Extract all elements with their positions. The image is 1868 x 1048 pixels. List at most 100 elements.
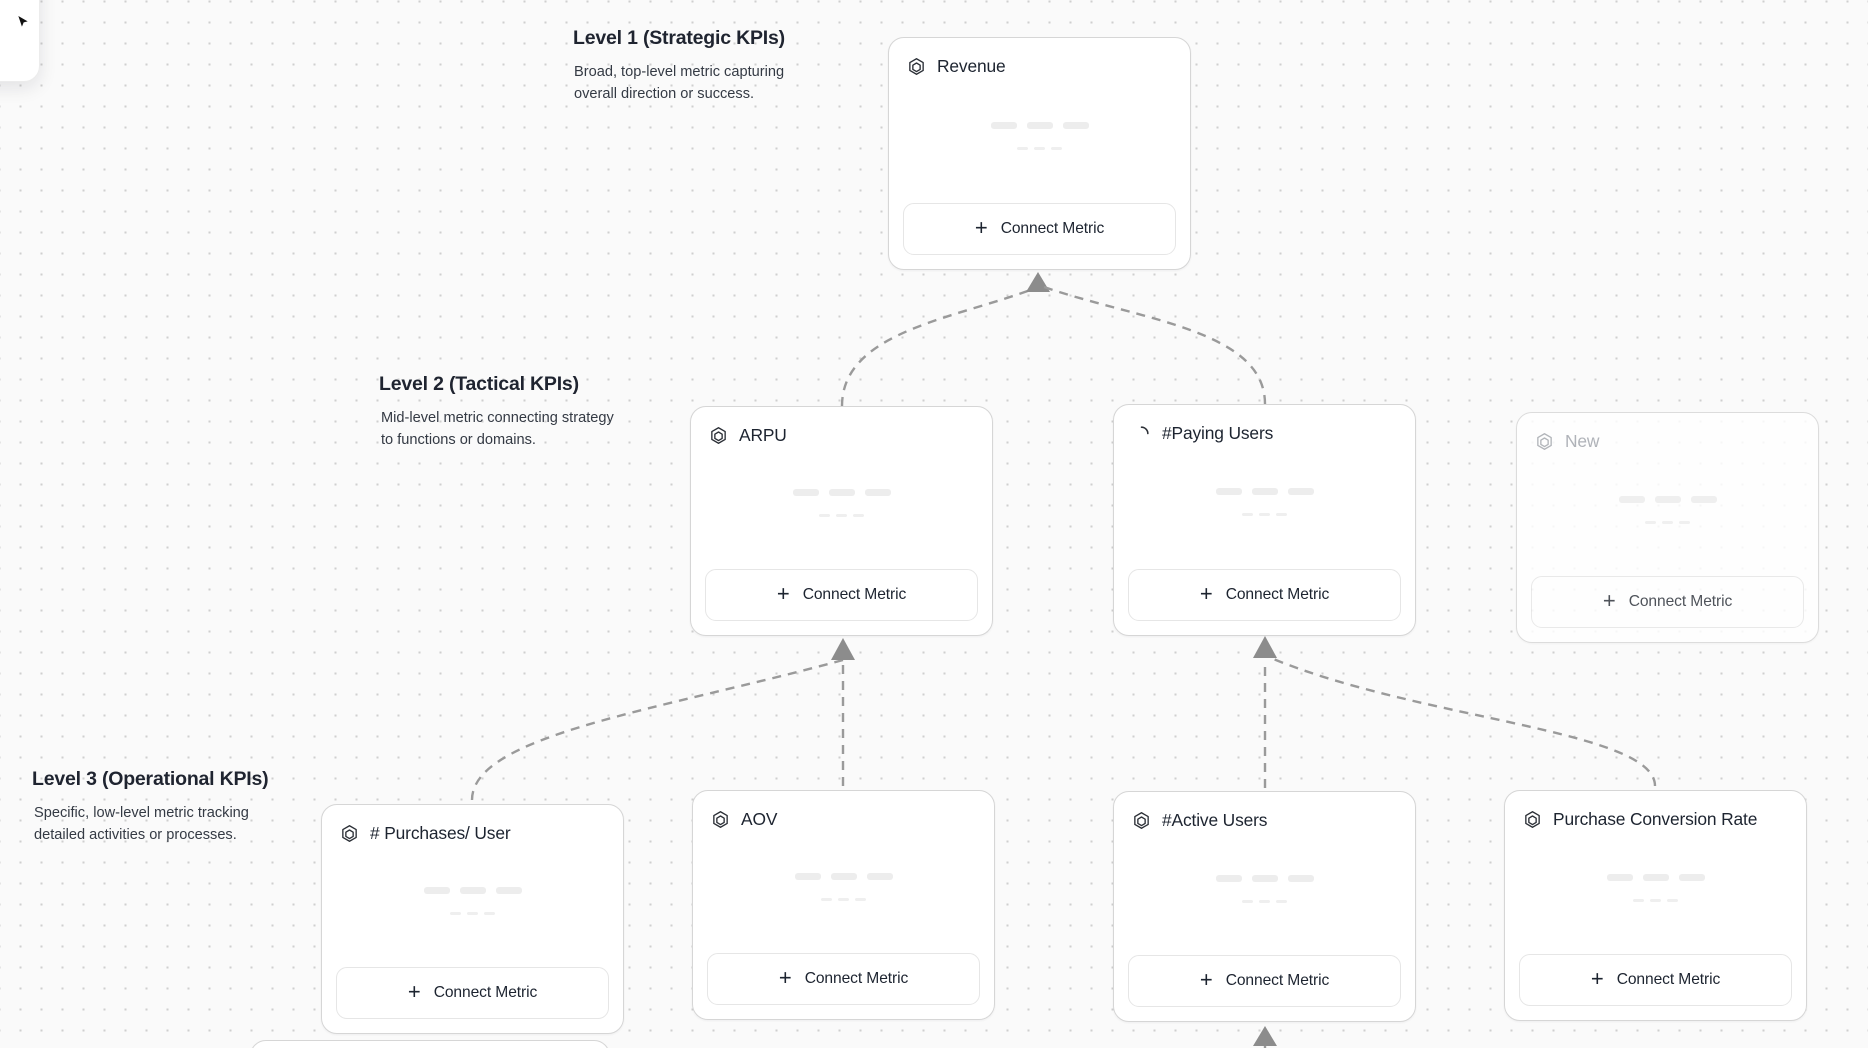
skeleton-row-primary <box>1606 873 1705 881</box>
edge-paying-users-to-revenue <box>1043 285 1267 405</box>
connect-metric-label: Connect Metric <box>802 586 907 603</box>
connect-metric-button[interactable]: + Connect Metric <box>1128 955 1401 1007</box>
node-title: # Purchases/ User <box>370 822 511 843</box>
node-skeleton-body <box>336 845 609 967</box>
skeleton-bar <box>1242 899 1253 903</box>
skeleton-bar <box>1026 121 1053 129</box>
level-3-description: Specific, low-level metric tracking deta… <box>34 805 249 843</box>
node-header: ARPU <box>705 421 978 447</box>
metric-node-paying-users[interactable]: #Paying Users + Connect Metric <box>1113 404 1416 636</box>
edge-purchases-to-arpu <box>470 638 855 801</box>
node-header: #Active Users <box>1128 806 1401 832</box>
connect-metric-button[interactable]: + Connect Metric <box>1531 576 1804 628</box>
skeleton-bar <box>794 873 821 880</box>
level-legend-2: Level 2 (Tactical KPIs) Mid-level metric… <box>379 373 619 451</box>
skeleton-bar <box>1276 513 1287 516</box>
skeleton-bar <box>1017 146 1028 150</box>
skeleton-bar <box>1242 513 1253 516</box>
plus-icon: + <box>778 965 792 990</box>
plus-icon: + <box>1590 966 1604 991</box>
connect-metric-label: Connect Metric <box>433 984 538 1001</box>
node-skeleton-body <box>705 447 978 569</box>
node-title: Purchase Conversion Rate <box>1553 808 1758 829</box>
skeleton-bar <box>450 912 461 915</box>
plus-icon: + <box>1199 581 1213 606</box>
skeleton-bar <box>1679 520 1690 524</box>
node-header: Revenue <box>903 52 1176 78</box>
metric-node-arpu[interactable]: ARPU + Connect Metric <box>690 406 993 636</box>
node-title: AOV <box>741 808 778 829</box>
connect-metric-button[interactable]: + Connect Metric <box>1519 954 1792 1006</box>
level-1-title: Level 1 (Strategic KPIs) <box>573 27 785 49</box>
level-2-description: Mid-level metric connecting strategy to … <box>381 410 614 448</box>
skeleton-row-secondary <box>819 514 864 517</box>
hexagon-metric-icon <box>711 426 726 444</box>
skeleton-bar <box>1259 513 1270 516</box>
skeleton-bar <box>1062 121 1089 129</box>
skeleton-bar <box>836 514 847 517</box>
skeleton-bar <box>1034 146 1045 150</box>
plus-icon: + <box>1199 967 1213 992</box>
skeleton-row-primary <box>794 873 893 880</box>
skeleton-row-secondary <box>1242 513 1287 516</box>
connect-metric-button[interactable]: + Connect Metric <box>903 203 1176 255</box>
skeleton-bar <box>1606 873 1633 881</box>
loading-spinner-icon <box>1140 425 1149 434</box>
skeleton-row-secondary <box>450 912 495 915</box>
level-2-title: Level 2 (Tactical KPIs) <box>379 373 579 395</box>
connect-metric-button[interactable]: + Connect Metric <box>1128 569 1401 621</box>
metric-node-clipped-bottom[interactable] <box>250 1040 610 1048</box>
skeleton-bar <box>828 489 855 496</box>
hexagon-metric-icon <box>342 824 357 842</box>
level-1-description: Broad, top-level metric capturing overal… <box>574 64 785 102</box>
skeleton-row-secondary <box>1242 899 1287 903</box>
connect-metric-label: Connect Metric <box>1225 586 1330 603</box>
cursor-pointer-icon <box>18 16 28 27</box>
connect-metric-button[interactable]: + Connect Metric <box>705 569 978 621</box>
metric-node-purchases-per-user[interactable]: # Purchases/ User + Connect Metric <box>321 804 624 1034</box>
edge-arpu-to-revenue <box>840 272 1050 407</box>
skeleton-bar <box>1618 495 1645 503</box>
floating-toolbar-panel[interactable] <box>0 0 40 82</box>
skeleton-bar <box>821 898 832 901</box>
skeleton-bar <box>1215 874 1242 882</box>
node-skeleton-body <box>1519 831 1792 954</box>
skeleton-bar <box>1287 874 1314 882</box>
skeleton-bar <box>1215 488 1242 495</box>
node-skeleton-body <box>903 78 1176 203</box>
metric-node-aov[interactable]: AOV + Connect Metric <box>692 790 995 1020</box>
edge-stub-below-active-users <box>1253 1026 1277 1048</box>
connect-metric-label: Connect Metric <box>1628 593 1733 610</box>
connect-metric-button[interactable]: + Connect Metric <box>707 953 980 1005</box>
edge-conversion-rate-to-paying-users <box>1270 656 1657 787</box>
hexagon-metric-icon <box>909 57 924 75</box>
level-legend-1: Level 1 (Strategic KPIs) Broad, top-leve… <box>573 27 819 105</box>
metric-node-active-users[interactable]: #Active Users + Connect Metric <box>1113 791 1416 1022</box>
skeleton-bar <box>1051 146 1062 150</box>
node-title: Revenue <box>937 55 1006 76</box>
node-skeleton-body <box>1128 832 1401 955</box>
skeleton-bar <box>1650 898 1661 902</box>
skeleton-bar <box>1662 520 1673 524</box>
skeleton-bar <box>1690 495 1717 503</box>
node-title: #Paying Users <box>1162 422 1274 443</box>
skeleton-bar <box>423 887 450 894</box>
skeleton-row-primary <box>423 887 522 894</box>
skeleton-bar <box>1251 874 1278 882</box>
metric-node-purchase-conversion-rate[interactable]: Purchase Conversion Rate + Connect Metri… <box>1504 790 1807 1021</box>
node-header: # Purchases/ User <box>336 819 609 845</box>
skeleton-bar <box>1667 898 1678 902</box>
skeleton-row-secondary <box>821 898 866 901</box>
skeleton-row-primary <box>792 489 891 496</box>
connect-metric-button[interactable]: + Connect Metric <box>336 967 609 1019</box>
connect-metric-label: Connect Metric <box>804 970 909 987</box>
metric-node-revenue[interactable]: Revenue + Connect Metric <box>888 37 1191 270</box>
node-skeleton-body <box>1531 453 1804 576</box>
metric-node-new[interactable]: New + Connect Metric <box>1516 412 1819 643</box>
plus-icon: + <box>776 581 790 606</box>
node-title: #Active Users <box>1162 809 1268 830</box>
plus-icon: + <box>974 215 988 240</box>
skeleton-bar <box>855 898 866 901</box>
skeleton-row-primary <box>990 121 1089 129</box>
